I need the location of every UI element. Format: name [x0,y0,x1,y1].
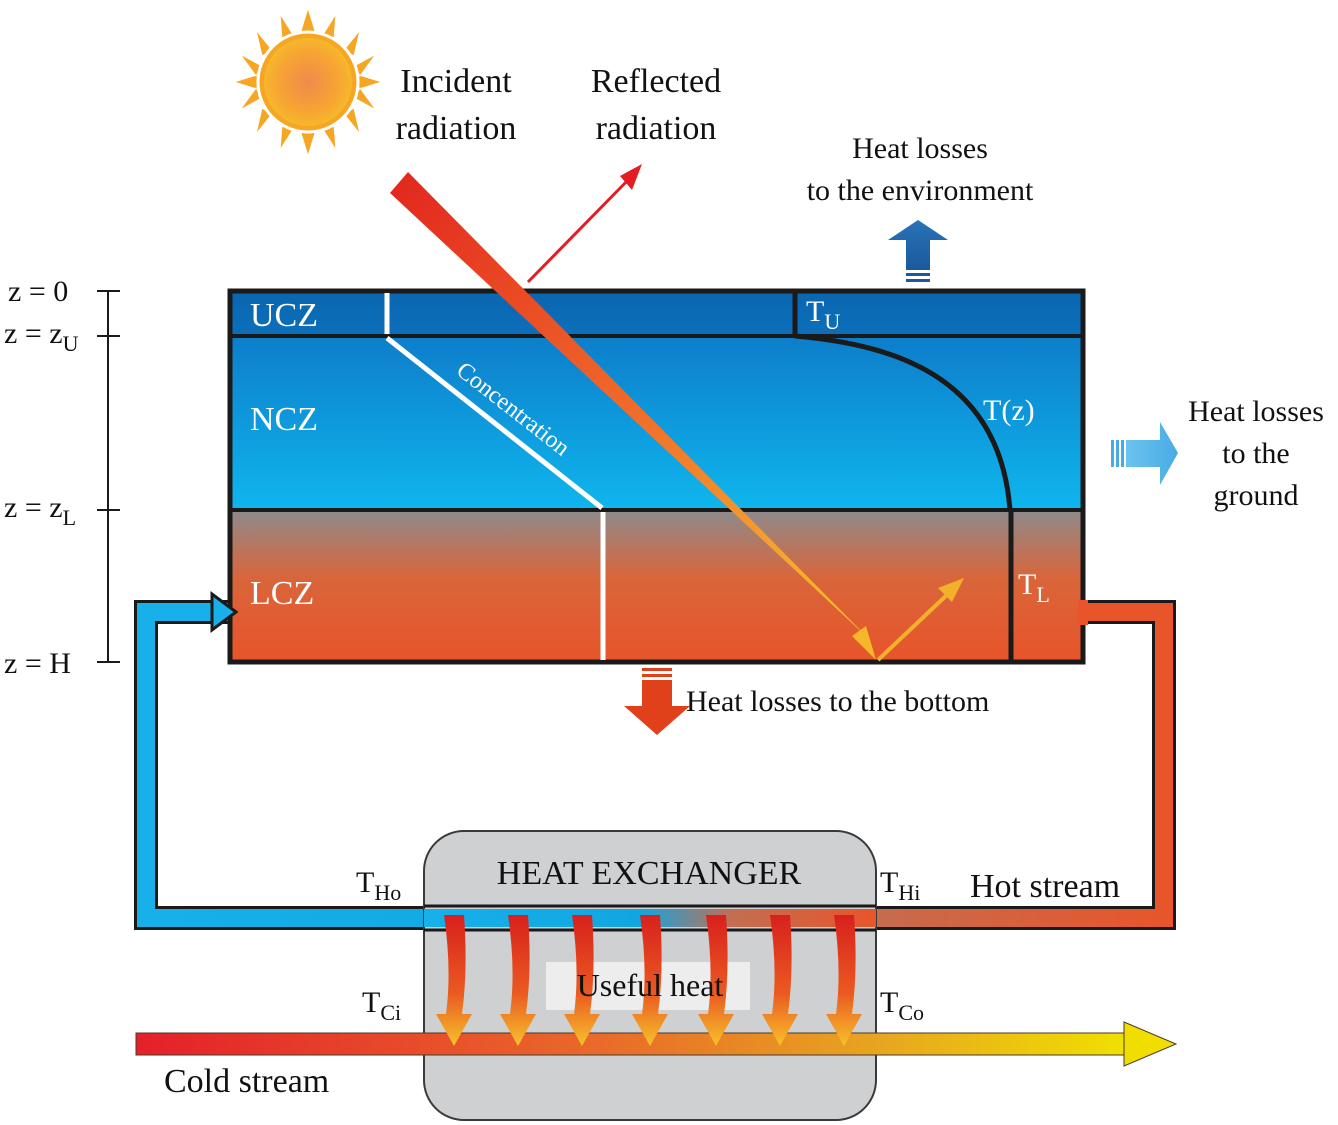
ucz-layer [230,291,1083,336]
tci-label: TCi [362,986,401,1025]
concentration-profile [384,293,606,660]
thi-label: THi [880,866,920,905]
zh-label: z = H [4,647,71,680]
ground-loss-label-2: to the [1222,437,1290,470]
ground-loss-label-3: ground [1214,479,1299,512]
tl-label: TL [1018,568,1050,607]
env-loss-label-1: Heat losses [852,132,988,165]
reflected-radiation-arrow [526,164,642,284]
lcz-layer [230,510,1083,662]
incident-radiation-beam [390,172,868,638]
useful-heat-arrows [436,915,862,1046]
temperature-profile [792,293,1014,660]
incident-arrow-head [852,626,876,660]
bottom-reflection-arrow [876,578,964,662]
temperature-profile-label: T(z) [983,394,1035,427]
solar-pond [227,288,1086,665]
env-loss-label-2: to the environment [807,174,1034,207]
incident-radiation-label-1: Incident [400,63,512,100]
ncz-label: NCZ [250,401,318,438]
z0-label: z = 0 [8,275,68,308]
zl-label: z = zL [4,491,76,530]
lcz-label: LCZ [250,575,314,612]
tco-label: TCo [880,986,924,1025]
heat-exchanger-title: HEAT EXCHANGER [497,855,802,892]
bottom-loss-label: Heat losses to the bottom [686,685,989,718]
tu-label: TU [806,295,840,334]
zu-label: z = zU [4,317,79,356]
cold-stream-label: Cold stream [164,1063,329,1100]
depth-axis [97,290,120,663]
heat-loss-bottom-arrow [624,668,690,735]
tho-label: THo [356,866,401,905]
incident-radiation-label-2: radiation [396,110,517,147]
heat-loss-ground-arrow [1111,422,1178,485]
reflected-radiation-label-2: radiation [596,110,717,147]
ucz-label: UCZ [250,297,318,334]
cold-stream-arrow [135,1021,1178,1067]
ground-loss-label-1: Heat losses [1188,395,1324,428]
useful-heat-label: Useful heat [577,967,724,1003]
sun-icon [232,6,384,158]
heat-loss-environment-arrow [888,220,948,282]
hot-stream-label: Hot stream [970,868,1120,905]
ncz-layer [230,336,1083,510]
reflected-radiation-label-1: Reflected [591,63,721,100]
